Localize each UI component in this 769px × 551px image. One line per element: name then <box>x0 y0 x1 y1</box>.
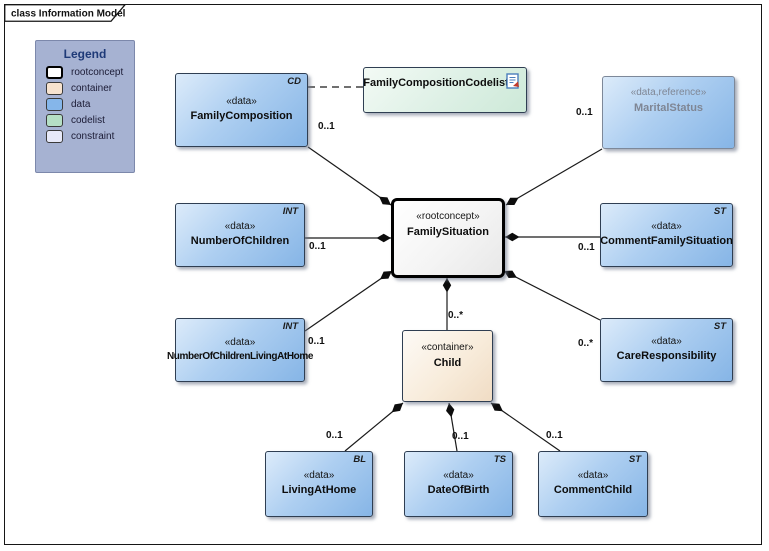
multiplicity-child: 0..* <box>448 310 464 321</box>
type-code-st: ST <box>628 454 641 465</box>
node-name: FamilySituation <box>407 225 489 238</box>
multiplicity-family-composition: 0..1 <box>318 121 335 132</box>
node-name: CommentFamilySituation <box>600 235 733 248</box>
container-swatch <box>46 82 63 95</box>
stereotype: «container» <box>421 342 474 353</box>
connector-commentchild <box>490 402 561 452</box>
node-name: FamilyCompositionCodelist <box>363 77 509 89</box>
node-name: FamilyComposition <box>190 110 293 123</box>
type-code-bl: BL <box>353 454 366 465</box>
node-marital-status[interactable]: «data,reference» MaritalStatus <box>602 76 735 149</box>
uml-frame <box>4 4 762 545</box>
multiplicity-living-at-home: 0..1 <box>326 430 343 441</box>
node-child[interactable]: «container» Child <box>402 330 493 402</box>
node-name: CommentChild <box>553 484 633 497</box>
node-name: CareResponsibility <box>616 350 717 363</box>
stereotype: «data,reference» <box>630 87 707 99</box>
stereotype: «data» <box>443 469 474 481</box>
connector-careresponsibility <box>503 270 601 321</box>
node-name: NumberOfChildren <box>190 235 290 248</box>
stereotype: «data» <box>303 469 335 481</box>
type-code-int: INT <box>282 206 298 217</box>
connector-dateofbirth <box>446 402 458 452</box>
stereotype: «data» <box>651 220 682 232</box>
multiplicity-marital-status: 0..1 <box>576 107 593 118</box>
multiplicity-date-of-birth: 0..1 <box>452 431 469 442</box>
node-name: NumberOfChildrenLivingAtHome <box>166 351 314 362</box>
multiplicity-comment-family-situation: 0..1 <box>578 242 595 253</box>
frame-tab-label: class Information Model <box>11 9 126 20</box>
node-family-composition-codelist[interactable]: FamilyCompositionCodelist <box>363 67 527 113</box>
linked-document-icon <box>506 73 519 89</box>
legend-item-container: container <box>46 82 134 95</box>
node-living-at-home[interactable]: BL «data» LivingAtHome <box>265 451 373 517</box>
type-code-int: INT <box>282 321 298 332</box>
codelist-swatch <box>46 114 63 127</box>
node-comment-family-situation[interactable]: ST «data» CommentFamilySituation <box>600 203 733 267</box>
connector-livingathome <box>344 402 404 452</box>
multiplicity-number-of-children-living-at-home: 0..1 <box>308 336 325 347</box>
type-code-st: ST <box>713 321 726 332</box>
node-date-of-birth[interactable]: TS «data» DateOfBirth <box>404 451 513 517</box>
frame-tab: class Information Model <box>4 4 127 22</box>
connector-familycomposition <box>307 146 392 206</box>
node-comment-child[interactable]: ST «data» CommentChild <box>538 451 648 517</box>
node-family-composition[interactable]: CD «data» FamilyComposition <box>175 73 308 147</box>
multiplicity-number-of-children: 0..1 <box>309 241 326 252</box>
node-care-responsibility[interactable]: ST «data» CareResponsibility <box>600 318 733 382</box>
stereotype: «rootconcept» <box>416 211 480 222</box>
node-family-situation[interactable]: «rootconcept» FamilySituation <box>391 198 505 278</box>
connector-maritalstatus <box>505 148 603 206</box>
connector-numberofchildrenlivingathome <box>304 270 393 332</box>
multiplicity-comment-child: 0..1 <box>546 430 563 441</box>
node-number-of-children[interactable]: INT «data» NumberOfChildren <box>175 203 305 267</box>
multiplicity-care-responsibility: 0..* <box>578 338 594 349</box>
legend-title: Legend <box>63 47 107 61</box>
stereotype: «data» <box>224 336 256 348</box>
data-swatch <box>46 98 63 111</box>
node-name: LivingAtHome <box>281 484 357 497</box>
legend-item-codelist: codelist <box>46 114 134 127</box>
type-code-cd: CD <box>287 76 301 87</box>
stereotype: «data» <box>577 469 609 481</box>
rootconcept-swatch <box>46 66 63 79</box>
node-name: Child <box>433 356 462 369</box>
legend-item-rootconcept: rootconcept <box>46 66 134 79</box>
legend-box[interactable]: Legend rootconcept container data codeli… <box>35 40 135 173</box>
node-name: MaritalStatus <box>633 101 704 114</box>
legend-item-constraint: constraint <box>46 130 134 143</box>
type-code-ts: TS <box>493 454 506 465</box>
constraint-swatch <box>46 130 63 143</box>
type-code-st: ST <box>713 206 726 217</box>
legend-item-data: data <box>46 98 134 111</box>
node-number-of-children-living-at-home[interactable]: INT «data» NumberOfChildrenLivingAtHome <box>167 318 313 382</box>
node-name: DateOfBirth <box>427 484 490 497</box>
stereotype: «data» <box>226 95 257 107</box>
stereotype: «data» <box>651 335 682 347</box>
stereotype: «data» <box>224 220 256 232</box>
